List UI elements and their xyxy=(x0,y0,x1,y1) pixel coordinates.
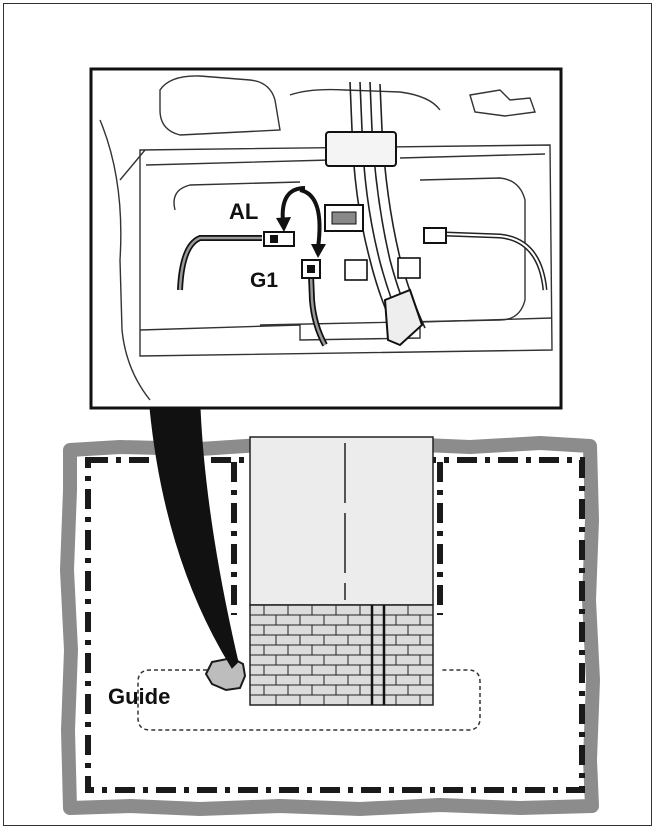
g1-connector-pin xyxy=(307,265,315,273)
label-guide: Guide xyxy=(108,684,171,709)
label-al: AL xyxy=(229,199,259,224)
guide-clip xyxy=(204,656,247,692)
callout-pointer xyxy=(149,407,239,669)
console-left-wall xyxy=(99,119,151,401)
console-body xyxy=(139,144,553,357)
console-top-curve xyxy=(289,88,441,111)
arrow-to-g1-head xyxy=(311,244,326,258)
console-upper-shape xyxy=(159,75,281,136)
upper-panel xyxy=(249,436,434,606)
console-lower-edge xyxy=(139,317,553,341)
lower-connector xyxy=(383,288,424,347)
right-connector xyxy=(423,227,447,244)
socket-center-inner xyxy=(331,211,357,225)
label-g1: G1 xyxy=(250,269,279,292)
al-connector-latch xyxy=(270,235,278,243)
console-ledge xyxy=(145,153,546,166)
overview-view xyxy=(60,436,600,816)
console-side-edge xyxy=(119,149,146,181)
socket-right-1 xyxy=(344,259,368,281)
left-cable-inner xyxy=(178,236,262,291)
harness-clamp xyxy=(325,131,397,167)
brick-grid xyxy=(249,604,434,706)
al-connector xyxy=(263,231,295,247)
arrow-to-g1 xyxy=(299,188,322,249)
guide-dashed-outline xyxy=(137,669,481,731)
arrow-to-al-head xyxy=(276,217,291,232)
socket-right-2 xyxy=(397,257,421,279)
right-cable-inner xyxy=(444,233,546,291)
console-right-tabs xyxy=(469,89,536,117)
detail-inset xyxy=(89,67,563,410)
g1-cable-inner xyxy=(309,274,327,346)
